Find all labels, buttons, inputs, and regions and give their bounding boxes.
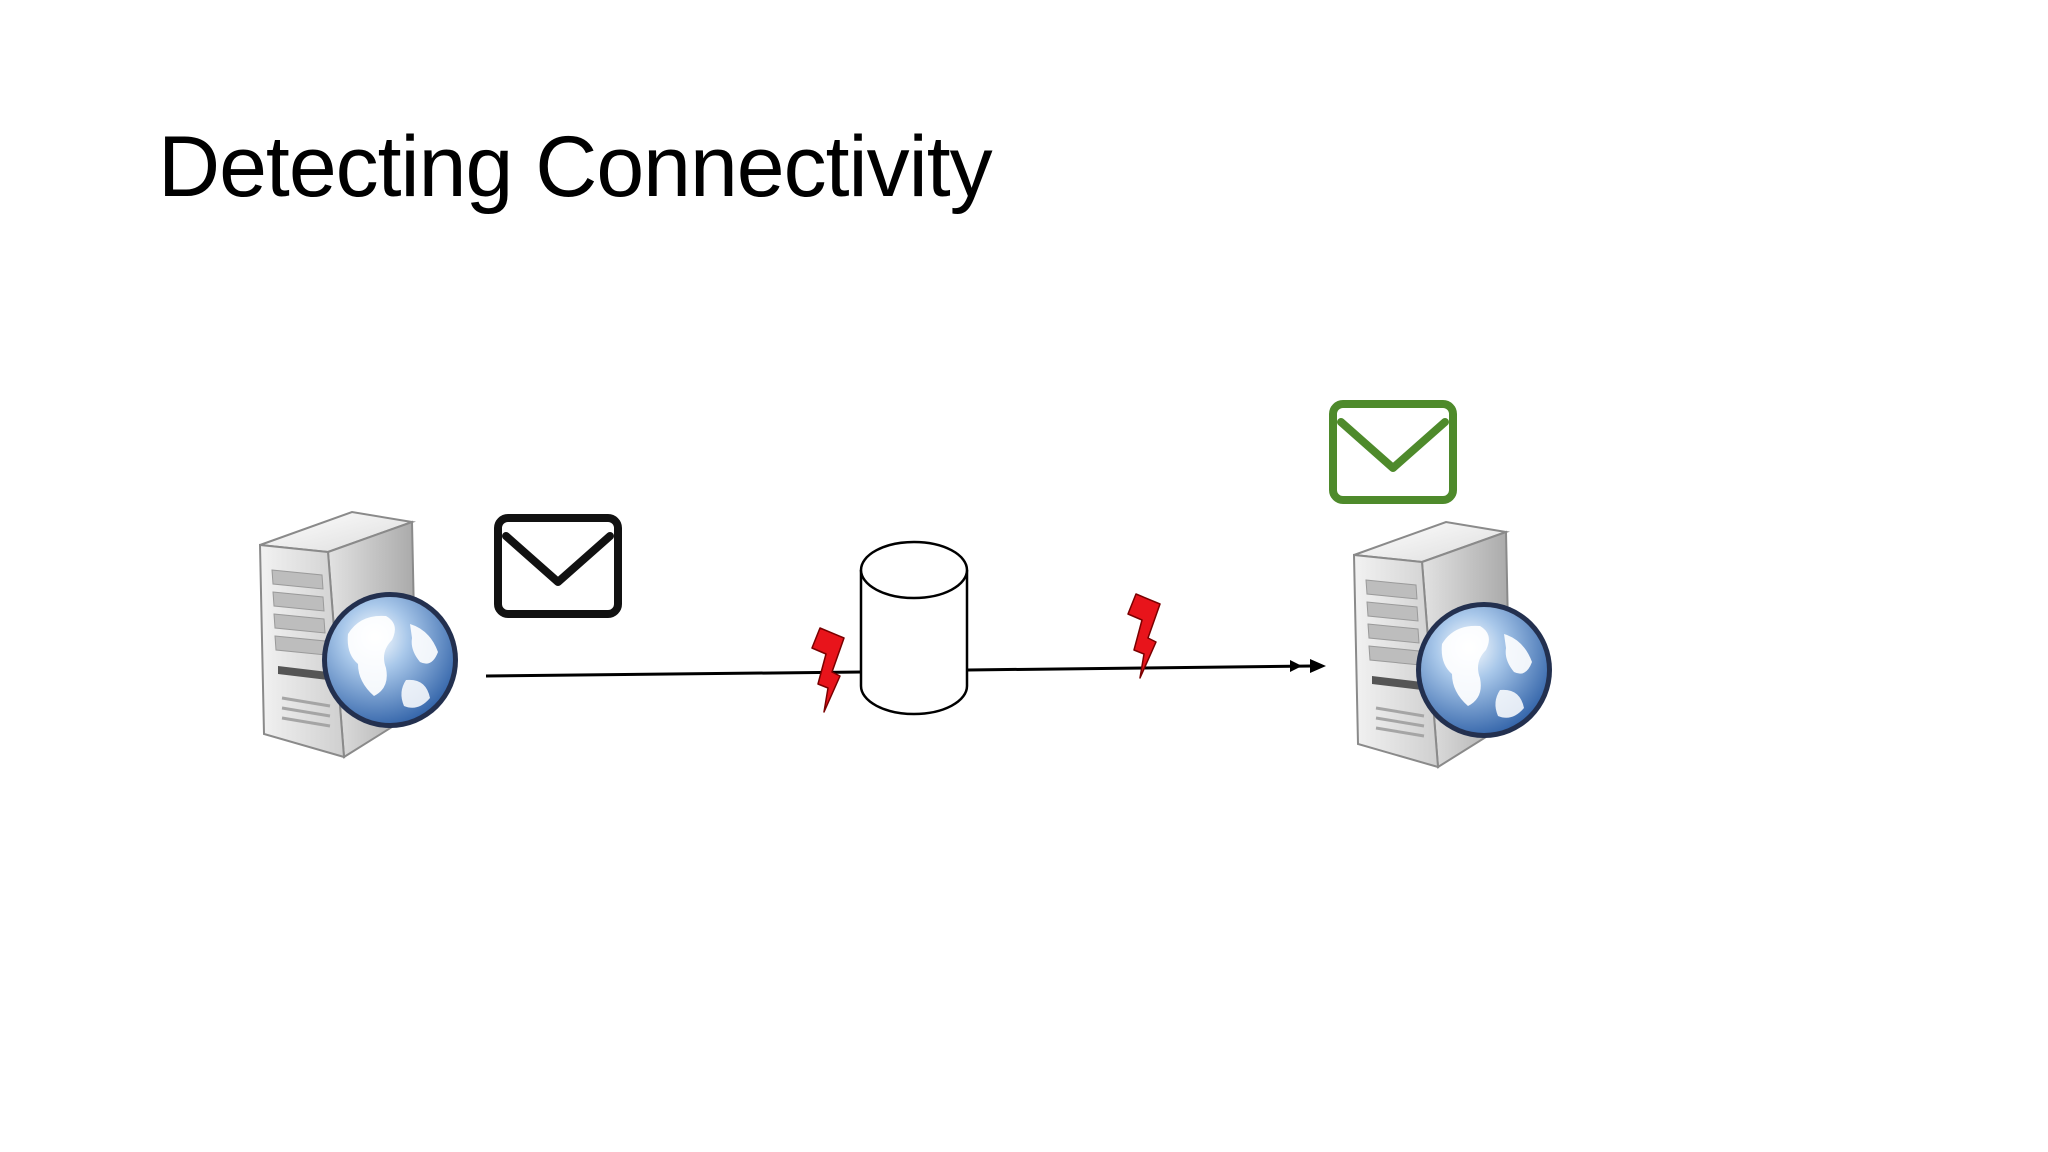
link-middlebox-to-receiver bbox=[967, 664, 1313, 672]
lightning-bolt-icon bbox=[811, 627, 845, 713]
envelope-icon bbox=[498, 518, 618, 614]
lightning-bolt-icon bbox=[1127, 593, 1161, 679]
web-server-icon bbox=[258, 510, 460, 759]
database-cylinder-icon bbox=[859, 540, 969, 716]
link-sender-to-middlebox bbox=[485, 670, 863, 678]
arrow-head-icon bbox=[1290, 660, 1302, 672]
arrow-head-icon bbox=[1310, 659, 1326, 673]
envelope-icon bbox=[1333, 404, 1453, 500]
slide-title: Detecting Connectivity bbox=[158, 119, 993, 215]
web-server-icon bbox=[1352, 520, 1554, 769]
